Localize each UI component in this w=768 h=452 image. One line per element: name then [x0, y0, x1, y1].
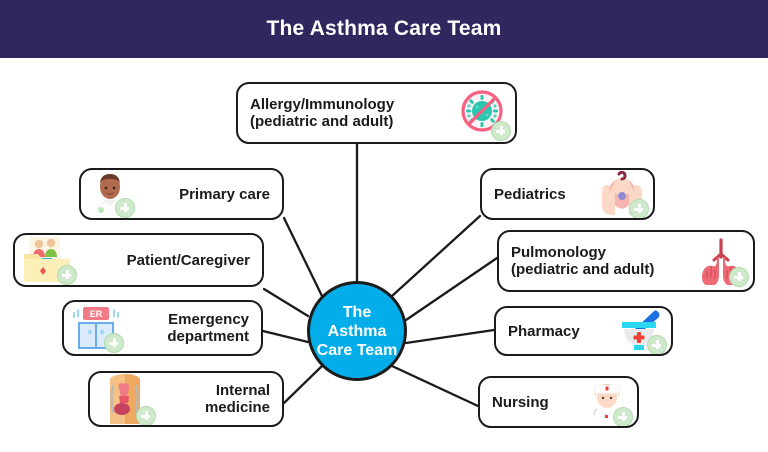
green-plus-badge: [629, 199, 649, 218]
connector-primary: [282, 216, 324, 298]
node-label-pediatrics: Pediatrics: [494, 185, 566, 203]
green-plus-badge: [491, 121, 511, 141]
connector-lines: [261, 142, 499, 408]
node-label-internal-medicine: Internal medicine: [204, 382, 270, 416]
doctor-icon: [87, 172, 135, 218]
lungs-icon: [695, 237, 749, 287]
allergen-blocked-icon: [457, 87, 511, 141]
node-label-primary-care: Primary care: [179, 185, 270, 203]
nurse-icon: [583, 379, 633, 426]
asthma-care-team-hub[interactable]: The Asthma Care Team: [307, 281, 407, 381]
connector-nursing: [390, 364, 480, 408]
connector-patient: [262, 287, 310, 318]
hub-line-2: Asthma: [327, 322, 387, 340]
page-header: The Asthma Care Team: [0, 0, 768, 58]
connector-pediatric: [390, 214, 482, 298]
node-allergy-immunology[interactable]: Allergy/Immunology (pediatric and adult): [236, 82, 517, 144]
hub-line-3: Care Team: [316, 341, 398, 359]
node-label-pharmacy: Pharmacy: [508, 322, 580, 340]
node-pediatrics[interactable]: Pediatrics: [480, 168, 655, 220]
green-plus-badge: [647, 335, 667, 354]
node-pulmonology[interactable]: Pulmonology (pediatric and adult): [497, 230, 755, 292]
svg-text:ER: ER: [90, 309, 103, 319]
green-plus-badge: [136, 406, 156, 425]
mortar-pestle-icon: [617, 309, 667, 354]
connector-pulmo: [404, 256, 499, 322]
patient-caregiver-icon: [21, 237, 77, 285]
green-plus-badge: [57, 265, 77, 285]
connector-emergency: [261, 329, 310, 344]
green-plus-badge: [613, 407, 633, 426]
hub-line-1: The: [342, 303, 372, 321]
connector-internal: [282, 364, 324, 405]
page-title: The Asthma Care Team: [266, 17, 502, 40]
node-label-pulmonology: Pulmonology (pediatric and adult): [511, 244, 655, 278]
green-plus-badge: [104, 333, 124, 353]
node-label-nursing: Nursing: [492, 393, 549, 411]
node-internal-medicine[interactable]: Internal medicine: [88, 371, 284, 427]
node-label-emergency-department: Emergency department: [167, 311, 249, 345]
node-primary-care[interactable]: Primary care: [79, 168, 284, 220]
baby-in-hands-icon: [597, 170, 649, 218]
diagram-canvas: The Asthma Care Team Allergy/Immunology …: [0, 58, 768, 452]
green-plus-badge: [115, 198, 135, 218]
node-emergency-department[interactable]: ER Emergency department: [62, 300, 263, 356]
node-pharmacy[interactable]: Pharmacy: [494, 306, 673, 356]
node-label-allergy: Allergy/Immunology (pediatric and adult): [250, 96, 395, 130]
node-patient-caregiver[interactable]: Patient/Caregiver: [13, 233, 264, 287]
green-plus-badge: [729, 267, 749, 287]
node-nursing[interactable]: Nursing: [478, 376, 639, 428]
emergency-room-icon: ER: [70, 305, 124, 353]
torso-organs-icon: [96, 374, 156, 425]
node-label-patient-caregiver: Patient/Caregiver: [126, 251, 250, 269]
connector-pharmacy: [404, 328, 496, 345]
